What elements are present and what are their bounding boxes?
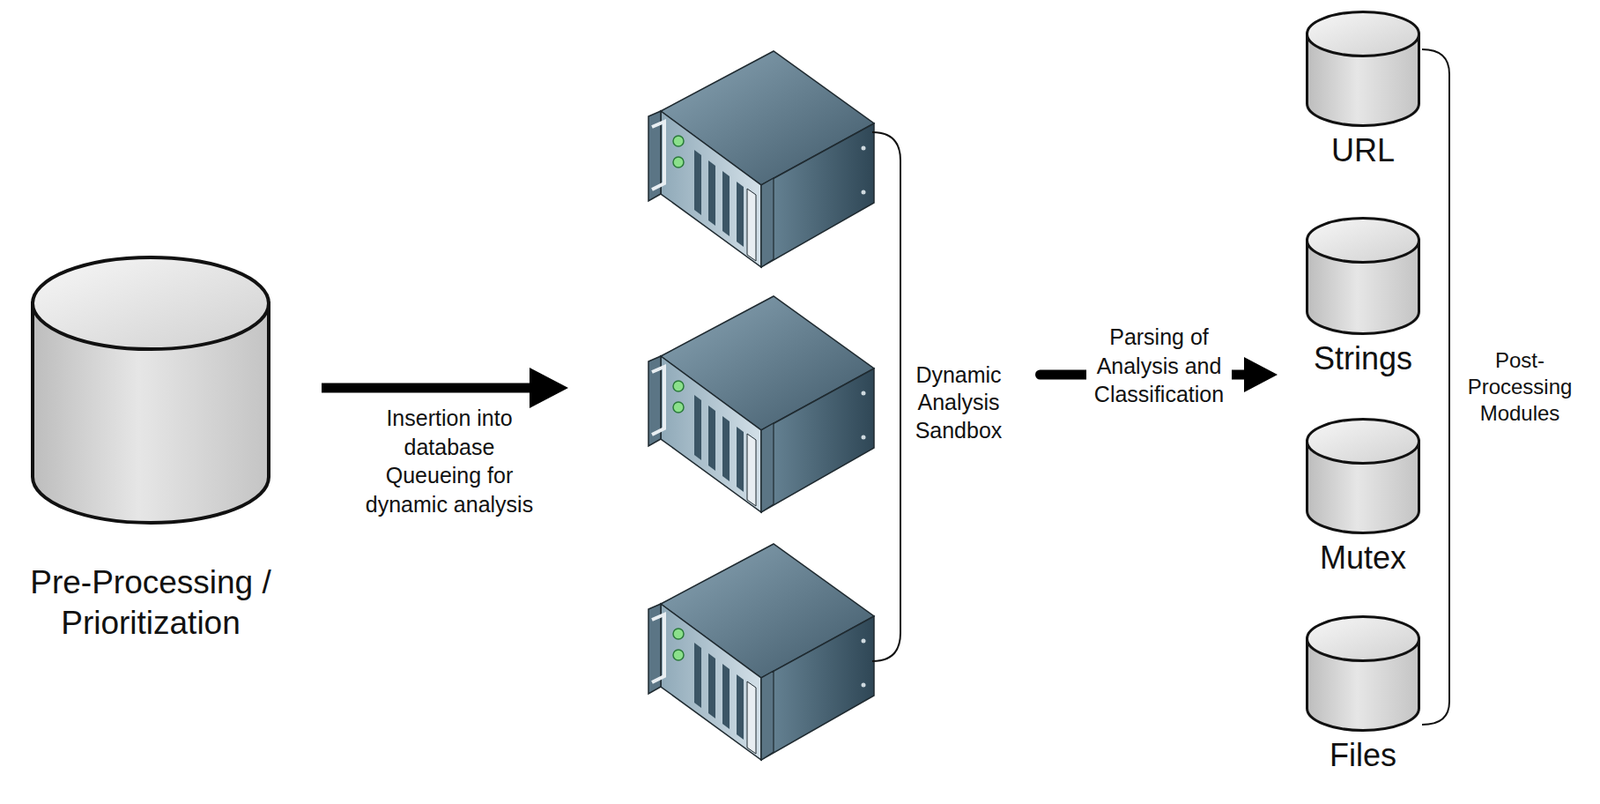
node-label: Post-Processing Modules xyxy=(1458,347,1582,427)
cylinder-shape xyxy=(1305,614,1421,732)
arrow-head xyxy=(1244,356,1278,393)
database-cylinder: Pre-Processing / Prioritization xyxy=(0,255,322,650)
edge-label-box: Parsing of Analysis and Classification xyxy=(1086,322,1232,409)
arrow-head xyxy=(529,367,569,408)
database-cylinder: Files xyxy=(1296,614,1430,780)
node-label: Pre-Processing / Prioritization xyxy=(0,562,301,645)
node-label: Files xyxy=(1296,734,1430,775)
group-region: Post-Processing Modules URL StringsMutexFi… xyxy=(1277,0,1600,804)
database-cylinder: Strings xyxy=(1296,216,1430,384)
flow-arrow xyxy=(321,367,569,408)
server-icon xyxy=(648,51,875,267)
cylinder-top xyxy=(1307,218,1420,263)
cylinder-shape xyxy=(1305,216,1421,335)
group-region: Dynamic Analysis Sandbox xyxy=(568,51,1036,760)
edge-label: Insertion into database Queueing for dyn… xyxy=(356,403,542,519)
server-icon xyxy=(648,296,875,512)
database-cylinder: URL xyxy=(1296,10,1430,176)
arrow-shaft xyxy=(321,383,532,393)
cylinder-shape xyxy=(30,255,271,525)
node-label: Dynamic Analysis Sandbox xyxy=(901,361,1016,445)
server-icon xyxy=(648,543,875,760)
cylinder-top xyxy=(1307,616,1420,661)
cylinder-top xyxy=(1307,419,1420,464)
edge-label-box: Insertion into database Queueing for dyn… xyxy=(356,403,542,519)
node-label: Strings xyxy=(1296,338,1430,378)
cylinder-shape xyxy=(1305,10,1421,127)
node-label: Mutex xyxy=(1296,537,1430,578)
group-bracket xyxy=(1422,49,1450,725)
cylinder-shape xyxy=(1305,417,1421,534)
edge-label: Parsing of Analysis and Classification xyxy=(1086,322,1232,409)
cylinder-top xyxy=(1307,12,1420,57)
database-cylinder: Mutex xyxy=(1296,417,1430,583)
node-label: URL xyxy=(1296,130,1430,171)
cylinder-top xyxy=(32,257,269,349)
group-bracket xyxy=(872,132,901,661)
